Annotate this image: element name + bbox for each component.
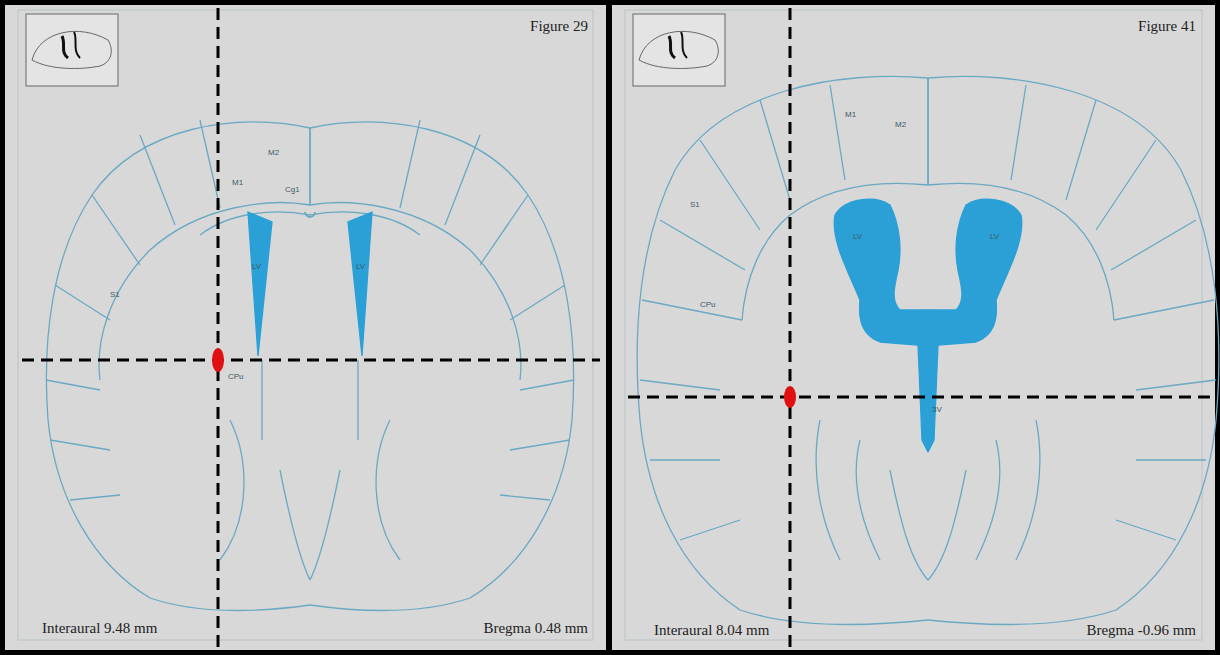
region-label: LV	[853, 232, 862, 241]
region-label: M1	[845, 110, 856, 119]
left-panel	[5, 5, 606, 650]
inset-thumbnail	[26, 14, 725, 86]
region-label: CPu	[700, 300, 716, 309]
target-point	[212, 348, 224, 372]
section-caption: Bregma 0.48 mm	[481, 620, 590, 637]
section-caption: Figure 29	[528, 18, 590, 35]
region-label: LV	[990, 232, 999, 241]
brain-section	[637, 76, 928, 624]
region-label: S1	[690, 200, 700, 209]
region-label: 3V	[932, 405, 942, 414]
section-caption: Interaural 8.04 mm	[652, 622, 771, 639]
region-label: CPu	[228, 372, 244, 381]
region-label: LV	[252, 262, 261, 271]
section-caption: Figure 41	[1136, 18, 1198, 35]
region-label: Cg1	[285, 185, 300, 194]
region-label: M2	[268, 148, 279, 157]
crosshair	[22, 8, 1212, 647]
section-caption: Interaural 9.48 mm	[40, 620, 159, 637]
region-label: M1	[232, 178, 243, 187]
region-label: S1	[110, 290, 120, 299]
brain-section	[46, 120, 315, 611]
section-caption: Bregma -0.96 mm	[1084, 622, 1198, 639]
target-point	[784, 386, 796, 408]
region-label: M2	[895, 120, 906, 129]
right-panel	[612, 5, 1215, 650]
region-label: LV	[356, 262, 365, 271]
